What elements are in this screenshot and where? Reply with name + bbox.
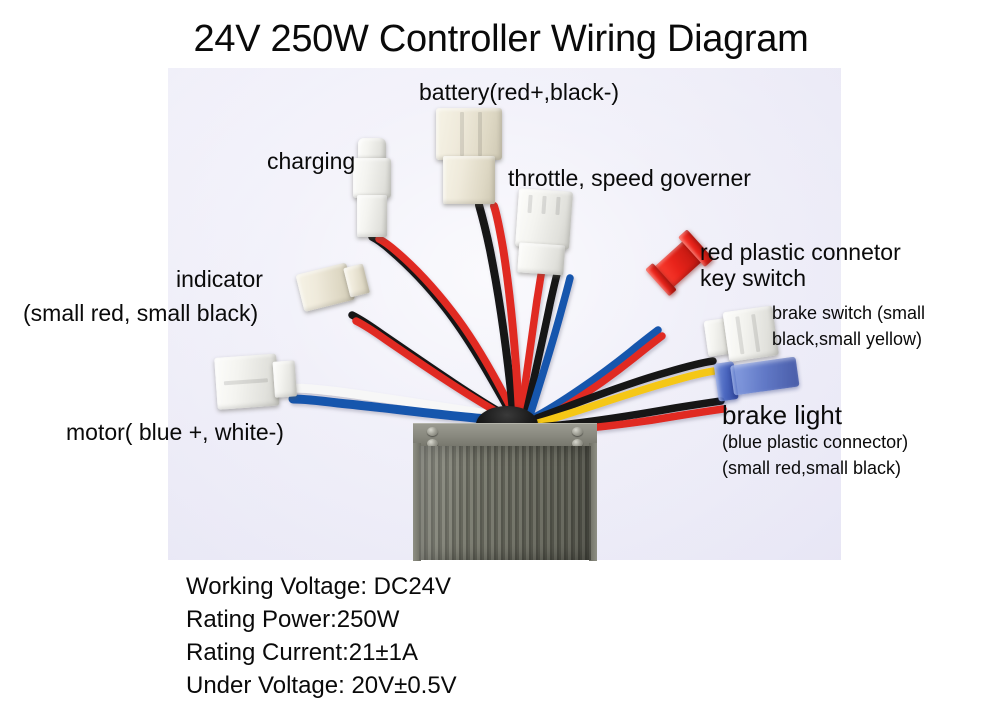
controller-side-right [589,443,597,561]
specifications-list: Working Voltage: DC24V Rating Power:250W… [186,570,457,702]
spec-rating-current: Rating Current:21±1A [186,639,418,666]
connector-throttle [513,188,575,280]
connector-charging [352,138,392,240]
label-motor: motor( blue +, white-) [66,419,284,445]
label-indicator: indicator [176,266,263,292]
label-charging: charging [267,148,356,174]
spec-working-voltage: Working Voltage: DC24V [186,573,452,600]
screw-icon [572,439,583,448]
spec-under-voltage: Under Voltage: 20V±0.5V [186,672,457,699]
label-throttle: throttle, speed governer [508,165,751,191]
controller-body [413,423,597,561]
controller-heatsink-fins [419,446,591,560]
label-brake-switch-line1: brake switch (small [772,303,926,323]
page-title: 24V 250W Controller Wiring Diagram [193,18,809,60]
screw-icon [427,439,438,448]
connector-battery [432,108,506,208]
label-indicator-detail: (small red, small black) [23,300,259,326]
label-brake-switch-line2: black,small yellow) [772,329,923,349]
controller-top-plate [413,423,597,448]
label-brake-light-connector: (blue plastic connector) [722,432,909,452]
label-battery: battery(red+,black-) [419,79,620,105]
screw-icon [427,427,438,436]
screw-icon [572,427,583,436]
label-key-switch-connector: red plastic connetor [700,239,901,265]
label-key-switch: key switch [700,265,807,291]
spec-rating-power: Rating Power:250W [186,606,400,633]
label-brake-light: brake light [722,400,842,430]
connector-motor [214,352,300,414]
controller-side-left [413,443,421,561]
label-brake-light-wires: (small red,small black) [722,458,902,478]
